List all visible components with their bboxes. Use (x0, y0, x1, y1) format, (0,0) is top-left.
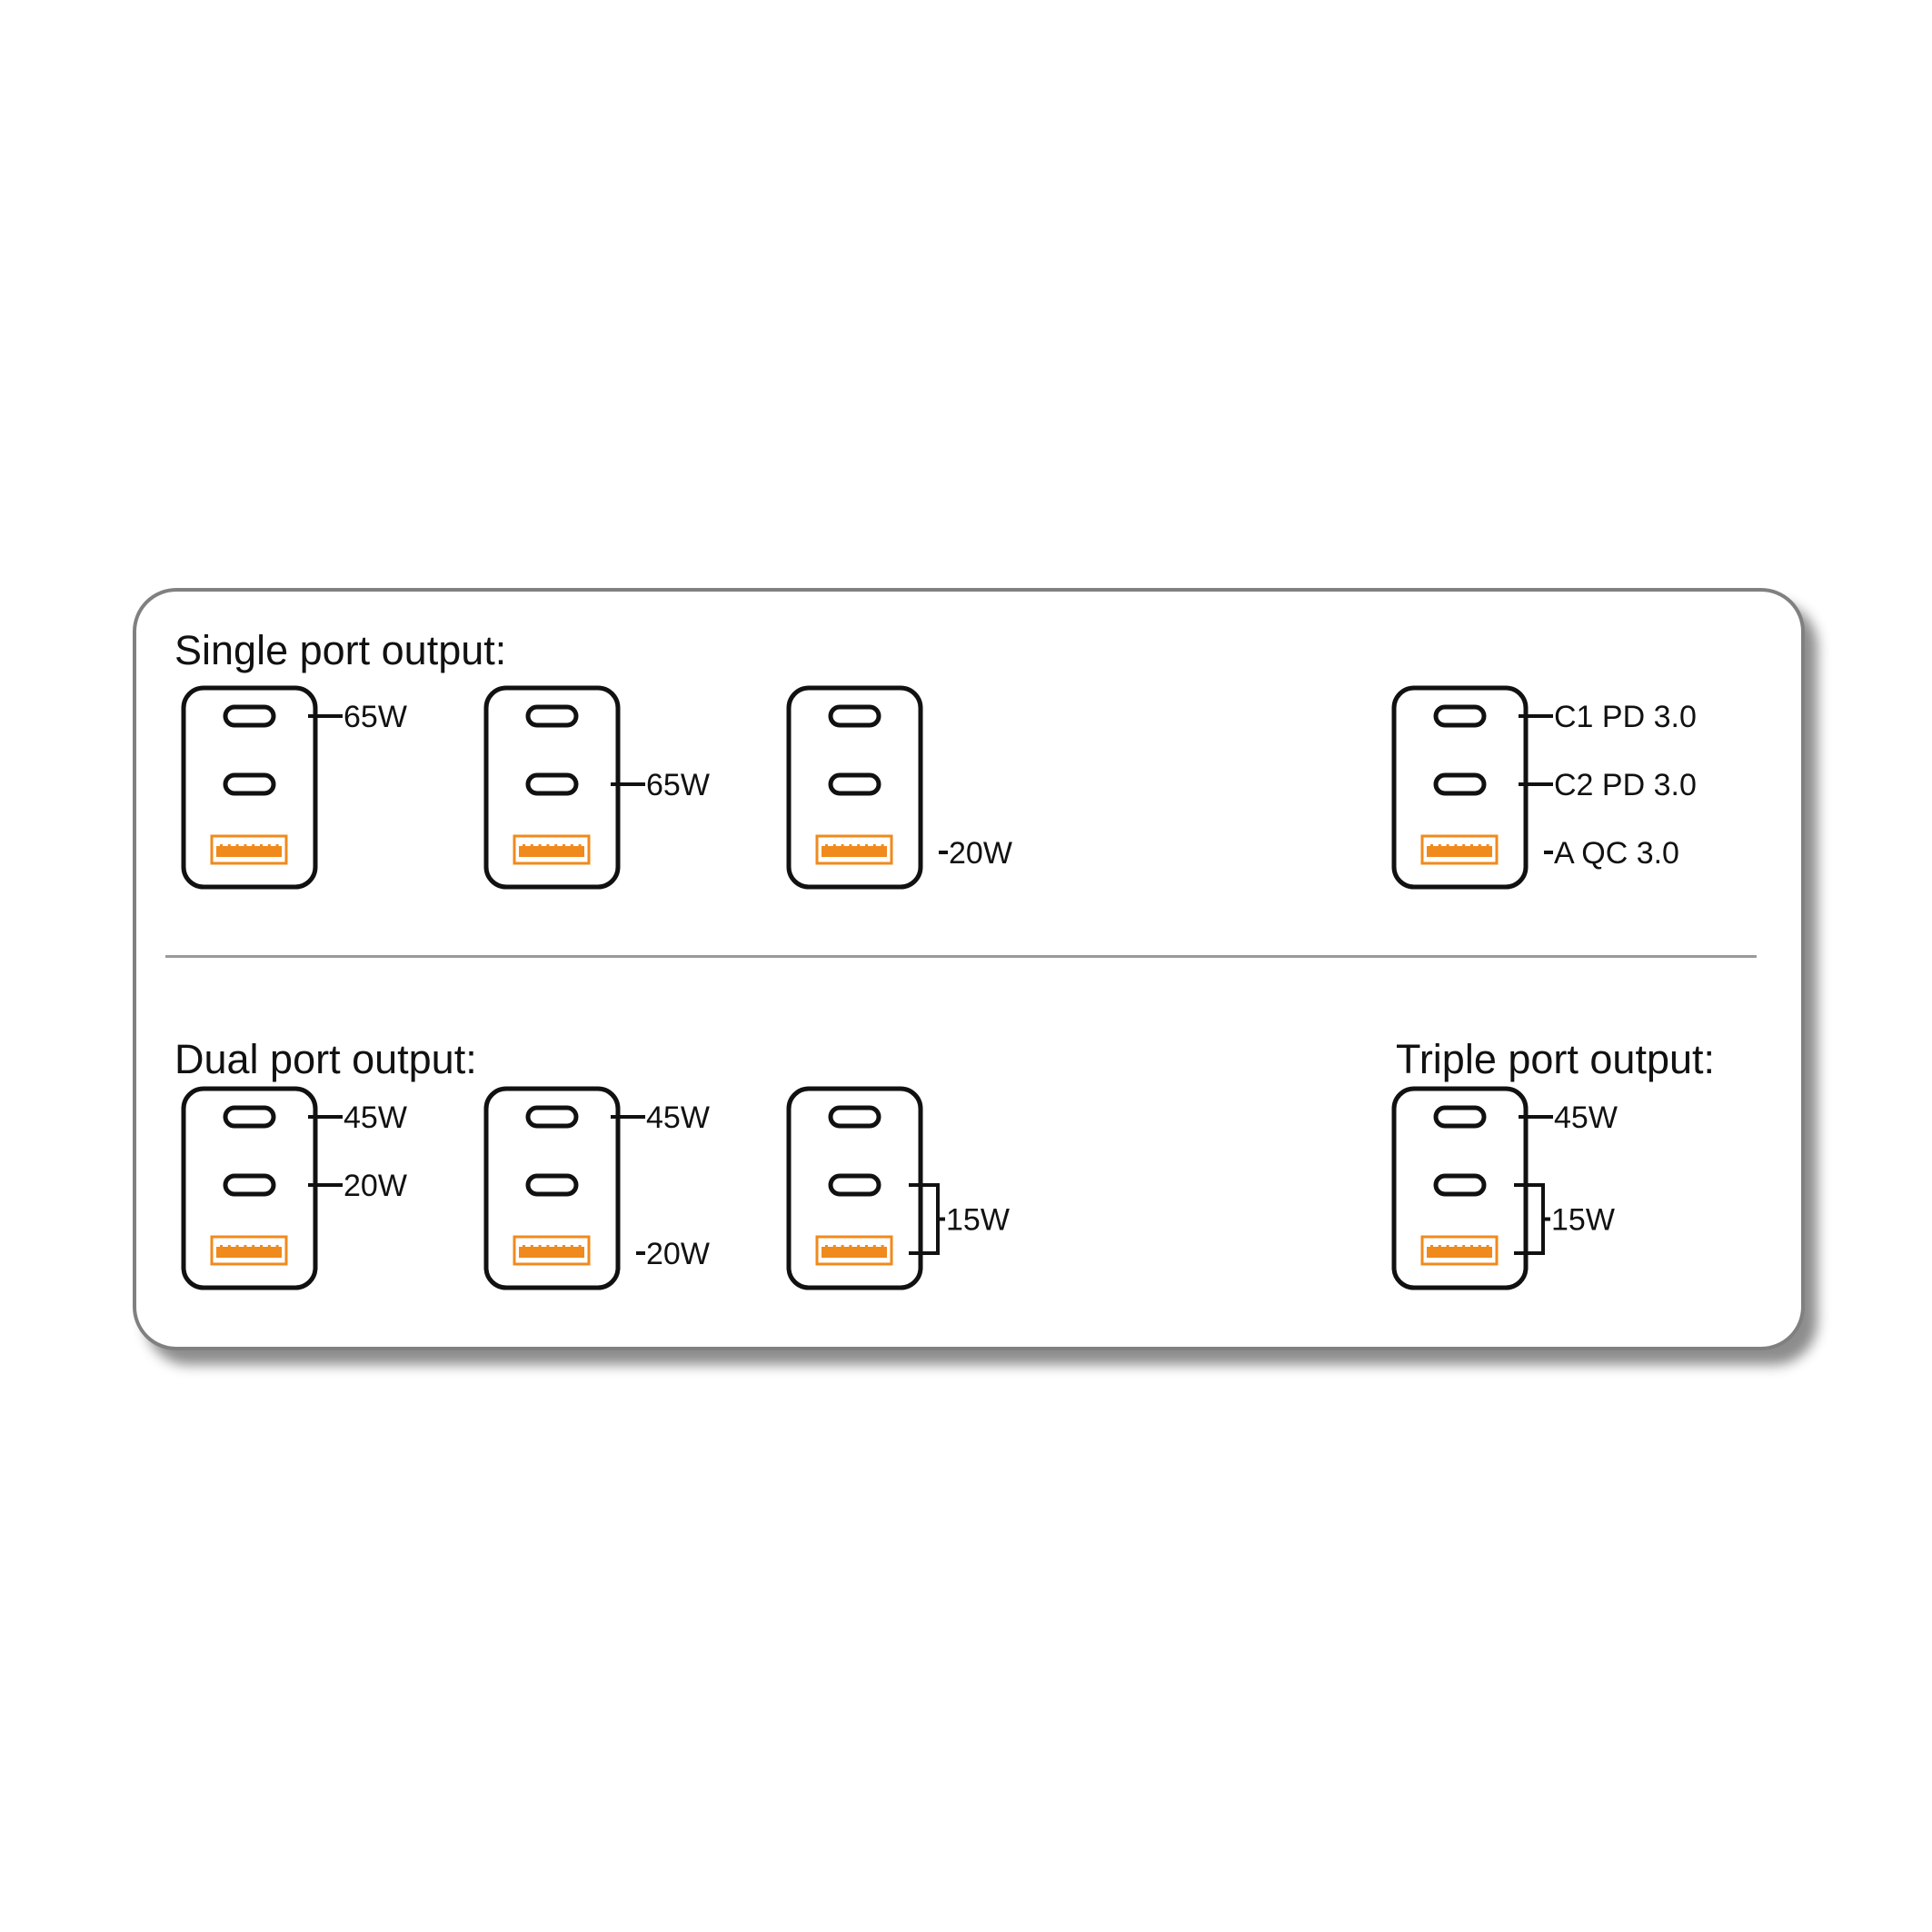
single-port-title: Single port output: (174, 627, 507, 673)
triple-port-title: Triple port output: (1396, 1036, 1716, 1082)
dual-port-title: Dual port output: (174, 1036, 477, 1082)
section-divider (165, 955, 1757, 958)
port-output-card: Single port output: Dual port output: Tr… (133, 588, 1805, 1350)
